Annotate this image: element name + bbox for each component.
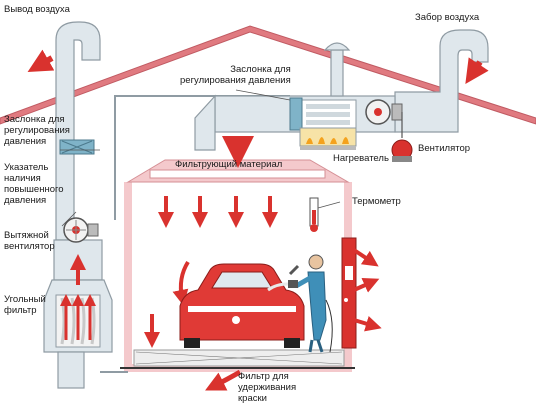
- paint-filter-label: Фильтр для удерживания краски: [238, 371, 296, 404]
- carbon-filter-label: Угольный фильтр: [4, 294, 46, 316]
- pressure-damper-top-label: Заслонка для регулирования давления: [180, 64, 291, 86]
- heater-label: Нагреватель: [333, 153, 389, 164]
- exhaust-fan-label: Вытяжной вентилятор: [4, 230, 55, 252]
- pressure-indicator-label: Указатель наличия повышенного давления: [4, 162, 64, 206]
- fan-label: Вентилятор: [418, 143, 470, 154]
- intake-arrow: [472, 62, 480, 74]
- exhaust-fan-icon: [64, 218, 98, 242]
- air-intake-label: Забор воздуха: [415, 12, 479, 23]
- door-arrows: [354, 250, 374, 326]
- heater-grille: [290, 98, 356, 130]
- exhaust-out-arrow: [38, 58, 52, 66]
- heater-flame-icon: [300, 128, 356, 150]
- thermometer-label: Термометр: [352, 196, 401, 207]
- exhaust-out-label: Вывод воздуха: [4, 4, 70, 15]
- filter-material-label: Фильтрующий материал: [175, 159, 282, 170]
- thermometer-icon: [310, 198, 318, 232]
- door-icon: [342, 238, 356, 348]
- bottom-exhaust-arrow: [214, 372, 240, 386]
- pressure-damper-left-label: Заслонка для регулирования давления: [4, 114, 70, 147]
